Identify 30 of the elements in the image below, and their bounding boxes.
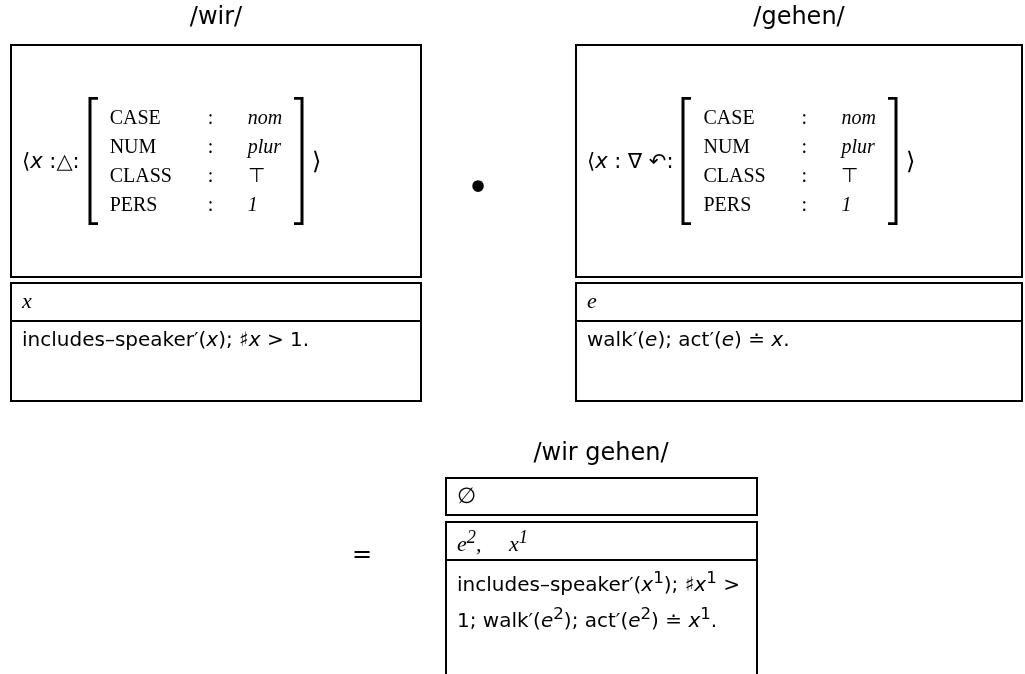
feature-row-text: NUM : plur	[703, 134, 876, 160]
bullet-operator: •	[466, 164, 490, 210]
drs-box	[445, 477, 758, 516]
drs-conditions: walk′(e); act′(e) ≐ x.	[586, 326, 791, 353]
feature-row-text: CASE : nom	[703, 105, 876, 130]
drs-box	[445, 521, 758, 674]
drs-universe: e$^{2}$, x$^{1}$	[447, 523, 756, 561]
drs-conditions: includes–speaker′(x$^{1}$); ♯x$^{1}$ > 1; walk′(e$^{2}$); act′(e$^{2}$) ≐ x$^{1}$.	[456, 567, 741, 634]
equals-sign: =	[351, 540, 373, 568]
drs-universe: e	[577, 284, 1021, 322]
feature-row-text: NUM : plur	[109, 134, 282, 160]
heading: /wir gehen/	[533, 438, 669, 466]
drs-universe: ∅	[456, 482, 477, 510]
feature-row-text: PERS : 1	[703, 192, 853, 217]
feature-structure-box	[575, 44, 1023, 278]
drs-universe: x	[12, 284, 420, 322]
drs-box	[10, 282, 422, 402]
drs-conditions: includes–speaker′(x); ♯x > 1.	[21, 326, 311, 353]
formula-text: ⟨x :△:	[22, 149, 80, 173]
feature-row-text: CASE : nom	[109, 105, 283, 130]
feature-row-text: CLASS : ⊤	[703, 163, 860, 188]
feature-row-text: CLASS : ⊤	[109, 163, 266, 188]
formula-text: ⟨x : ∇ ↶:	[587, 149, 674, 173]
heading: /gehen/	[753, 2, 845, 30]
formula-text: ⟩	[905, 147, 916, 175]
formula-text: ⟩	[312, 147, 322, 175]
drs-box	[575, 282, 1023, 402]
feature-row-text: PERS : 1	[109, 192, 259, 217]
feature-structure-box	[10, 44, 422, 278]
heading: /wir/	[189, 2, 243, 30]
